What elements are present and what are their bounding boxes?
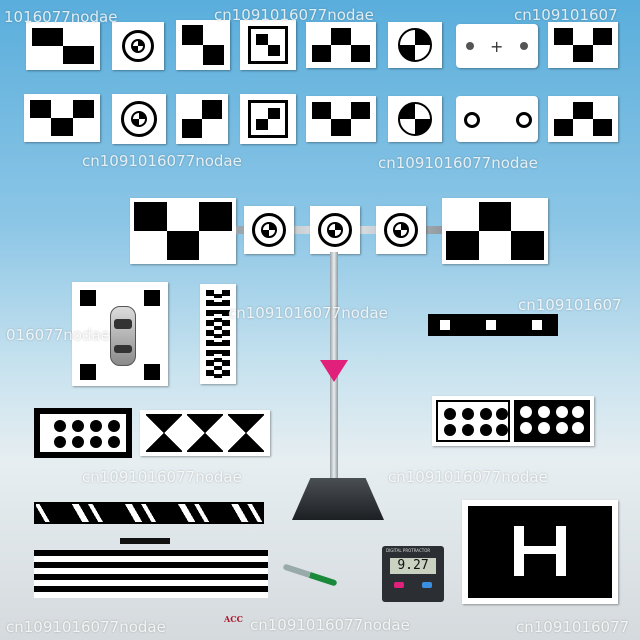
watermark-row2-right: cn1091016077nodae bbox=[378, 154, 538, 172]
framed-checker-target bbox=[240, 20, 296, 70]
two-ring-plate bbox=[456, 96, 538, 142]
horizontal-stripe-bars bbox=[34, 550, 268, 598]
watermark-bottom-center: cn1091016077nodae bbox=[250, 616, 410, 634]
circular-target-card bbox=[112, 94, 166, 144]
quarter-circle-target bbox=[388, 96, 442, 142]
bowtie-pattern-board bbox=[140, 410, 270, 456]
digital-level: DIGITAL PROTRACTOR 9.27 bbox=[382, 546, 444, 602]
dot-pattern-target-pair bbox=[432, 396, 594, 446]
checker-square-target bbox=[176, 94, 228, 144]
watermark-lower-left: cn1091016077nodae bbox=[82, 468, 242, 486]
screwdriver-icon bbox=[282, 563, 338, 587]
quarter-circle-target bbox=[388, 22, 442, 68]
vertical-calibration-strip bbox=[200, 284, 236, 384]
checker-square-target bbox=[176, 20, 230, 70]
crosshair-icon: + bbox=[490, 37, 504, 56]
three-by-two-checker-target bbox=[306, 22, 376, 68]
checker-board-target bbox=[24, 94, 100, 142]
product-caption: ACC bbox=[224, 614, 243, 624]
dot-grid-board bbox=[34, 408, 132, 458]
small-arrow-bar bbox=[120, 538, 170, 544]
stand-circular-target-middle bbox=[310, 206, 360, 254]
level-power-button bbox=[394, 582, 404, 588]
stand-circular-target-left bbox=[244, 206, 294, 254]
watermark-mid-center: cn1091016077nodae bbox=[228, 304, 388, 322]
level-display: 9.27 bbox=[390, 558, 436, 574]
watermark-bottom-right: cn1091016077 bbox=[516, 618, 630, 636]
three-by-two-checker-target bbox=[306, 96, 376, 142]
h-pattern-icon bbox=[514, 526, 566, 576]
watermark-lower-right: cn1091016077nodae bbox=[388, 468, 548, 486]
watermark-bottom-left: cn1091016077nodae bbox=[6, 618, 166, 636]
stand-circular-target-right bbox=[376, 206, 426, 254]
square-dot-bar bbox=[428, 314, 558, 336]
car-icon bbox=[110, 306, 136, 366]
watermark-top-right: cn109101607 bbox=[514, 6, 618, 24]
circular-target-card bbox=[112, 22, 164, 70]
h-pattern-dot-board bbox=[462, 500, 618, 604]
framed-checker-target bbox=[240, 94, 296, 144]
laser-pointer-icon bbox=[320, 360, 348, 382]
wide-checker-target bbox=[548, 22, 618, 68]
wide-checker-target bbox=[548, 96, 618, 142]
level-mode-button bbox=[422, 582, 432, 588]
large-checker-board-left bbox=[130, 198, 236, 264]
watermark-mid-left: 016077nodae bbox=[6, 326, 110, 344]
watermark-top-center: cn1091016077nodae bbox=[214, 6, 374, 24]
checker-board-target bbox=[26, 22, 100, 70]
stand-base bbox=[292, 478, 384, 520]
cross-dot-plate: + bbox=[456, 24, 538, 68]
vehicle-mat-target bbox=[72, 282, 168, 386]
watermark-row2-left: cn1091016077nodae bbox=[82, 152, 242, 170]
diagonal-stripe-bar bbox=[34, 502, 264, 524]
watermark-top-left: 1016077nodae bbox=[4, 8, 118, 26]
large-checker-board-right bbox=[442, 198, 548, 264]
watermark-mid-right: cn109101607 bbox=[518, 296, 622, 314]
